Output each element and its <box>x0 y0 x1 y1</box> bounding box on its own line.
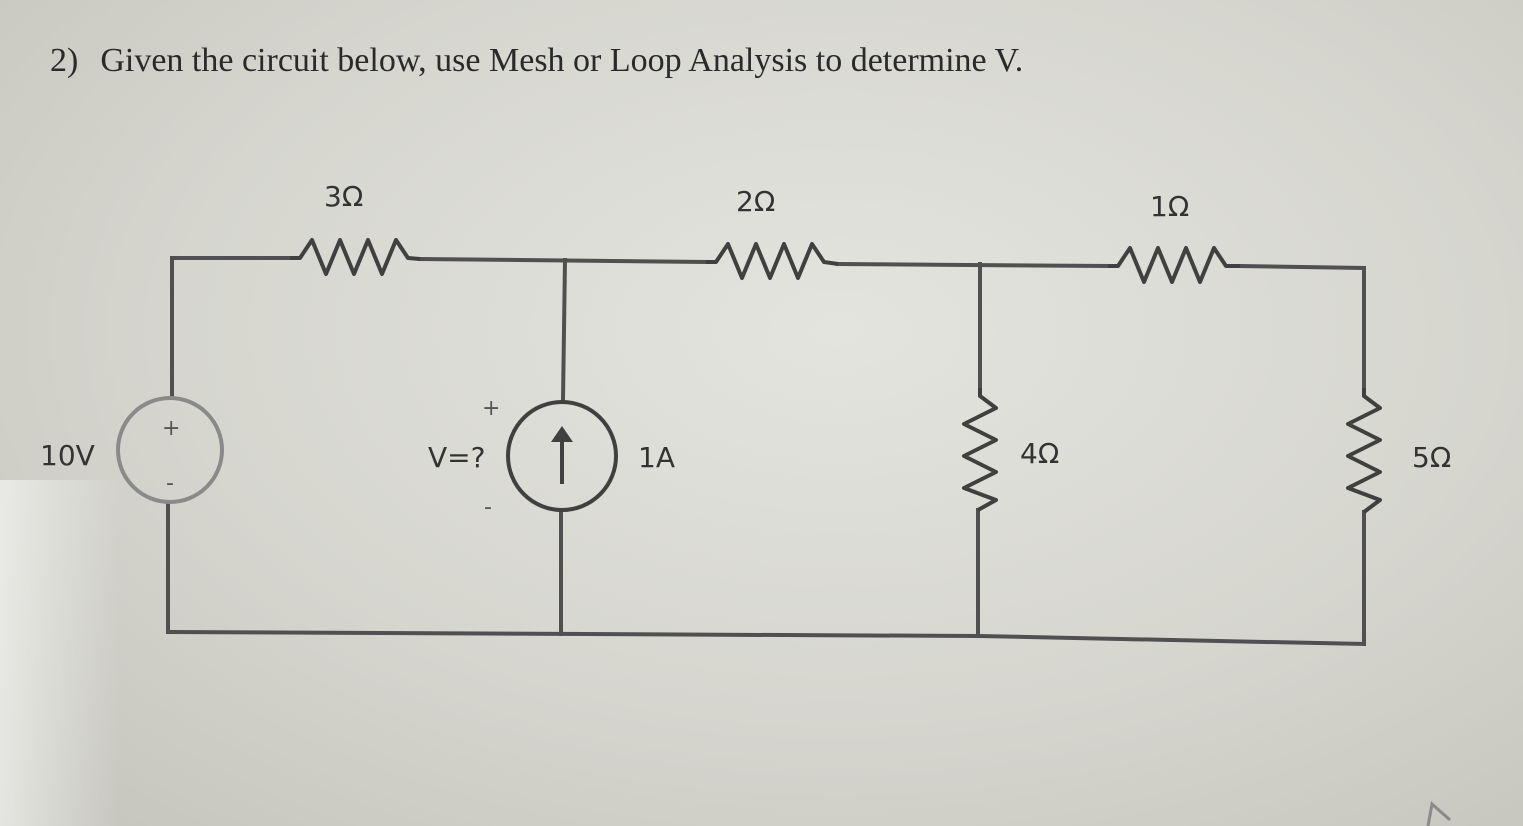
resistor-5-ohm-symbol <box>1346 388 1382 514</box>
voltage-unknown-label: V=? <box>428 441 485 474</box>
resistor-2-ohm-label: 2Ω <box>736 185 775 218</box>
voltage-source-minus: - <box>166 471 174 496</box>
pointer-icon <box>1426 801 1451 826</box>
resistor-3-ohm-symbol <box>290 238 421 276</box>
wire-top-c <box>1237 263 1366 390</box>
question-number: 2) <box>50 42 79 79</box>
current-source-minus: - <box>484 495 492 520</box>
current-source: + - <box>482 396 618 520</box>
resistor-1-ohm-label: 1Ω <box>1150 190 1189 223</box>
resistor-3-ohm-label: 3Ω <box>324 180 363 213</box>
current-source-plus: + <box>482 396 500 421</box>
wire-bottom <box>165 629 1367 647</box>
resistor-4-ohm-symbol <box>962 388 998 512</box>
arrow-head-icon <box>551 426 573 442</box>
voltage-source-label: 10V <box>40 439 95 472</box>
voltage-source: + - <box>116 396 224 504</box>
wires <box>165 256 1367 647</box>
resistor-4-ohm-label: 4Ω <box>1020 437 1059 470</box>
resistor-5-ohm-label: 5Ω <box>1412 441 1451 474</box>
wire-top-b <box>835 261 1111 269</box>
resistor-2-ohm-symbol <box>706 242 839 280</box>
question-text: 2) Given the circuit below, use Mesh or L… <box>50 42 1023 80</box>
resistor-1-ohm-symbol <box>1108 246 1240 284</box>
question-prompt: Given the circuit below, use Mesh or Loo… <box>100 42 1024 79</box>
wire-left-top <box>170 256 292 400</box>
screen-glare <box>0 480 120 826</box>
voltage-source-plus: + <box>162 416 180 441</box>
wire-mid-top <box>560 257 568 403</box>
current-source-label: 1A <box>638 441 675 474</box>
